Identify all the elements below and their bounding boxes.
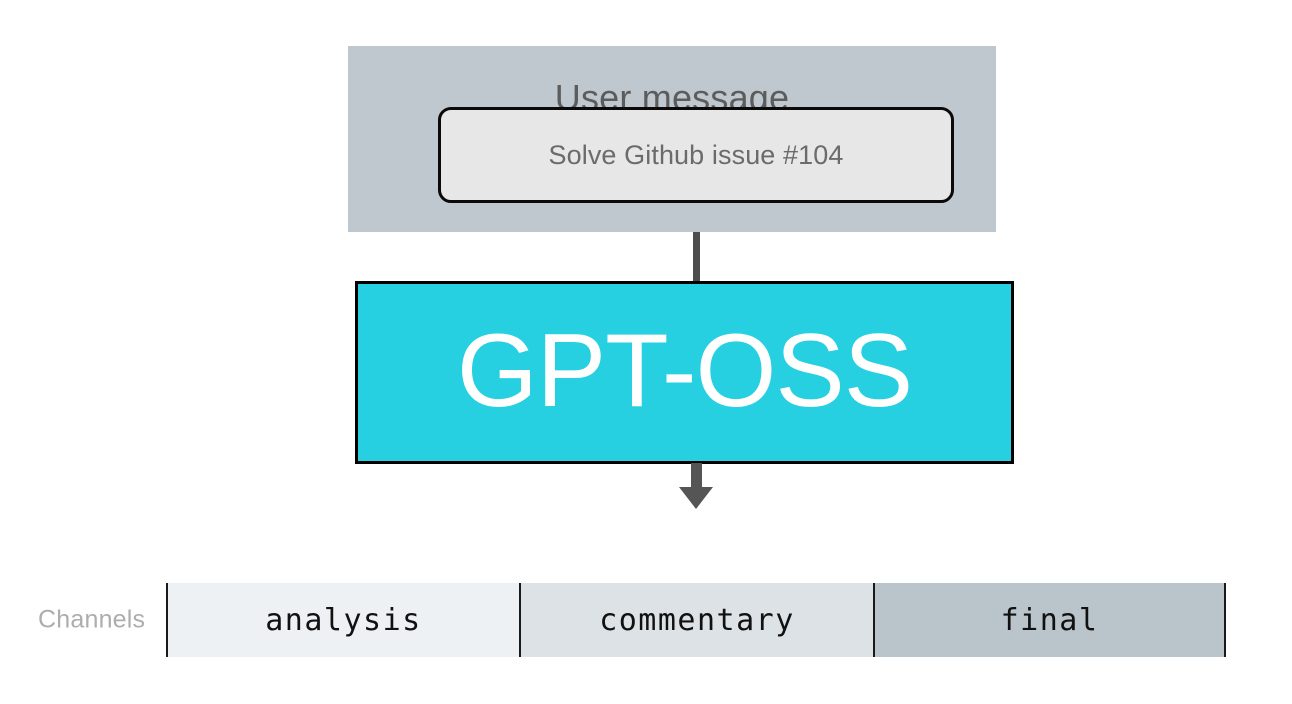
user-message-content-text: Solve Github issue #104: [548, 139, 844, 170]
channels-label: Channels: [38, 605, 146, 634]
model-block: GPT-OSS: [355, 281, 1014, 464]
channel-cell-final: final: [873, 583, 1226, 657]
channels-row: analysis commentary final: [166, 583, 1226, 657]
line-connector-icon: [693, 232, 700, 282]
arrow-down-icon: [679, 487, 713, 509]
arrow-shaft-icon: [691, 463, 702, 491]
model-label: GPT-OSS: [456, 312, 913, 429]
user-message-content-box: Solve Github issue #104: [438, 107, 954, 203]
user-message-block: User message Solve Github issue #104: [348, 46, 996, 232]
channel-cell-analysis: analysis: [166, 583, 519, 657]
channel-cell-commentary: commentary: [519, 583, 873, 657]
